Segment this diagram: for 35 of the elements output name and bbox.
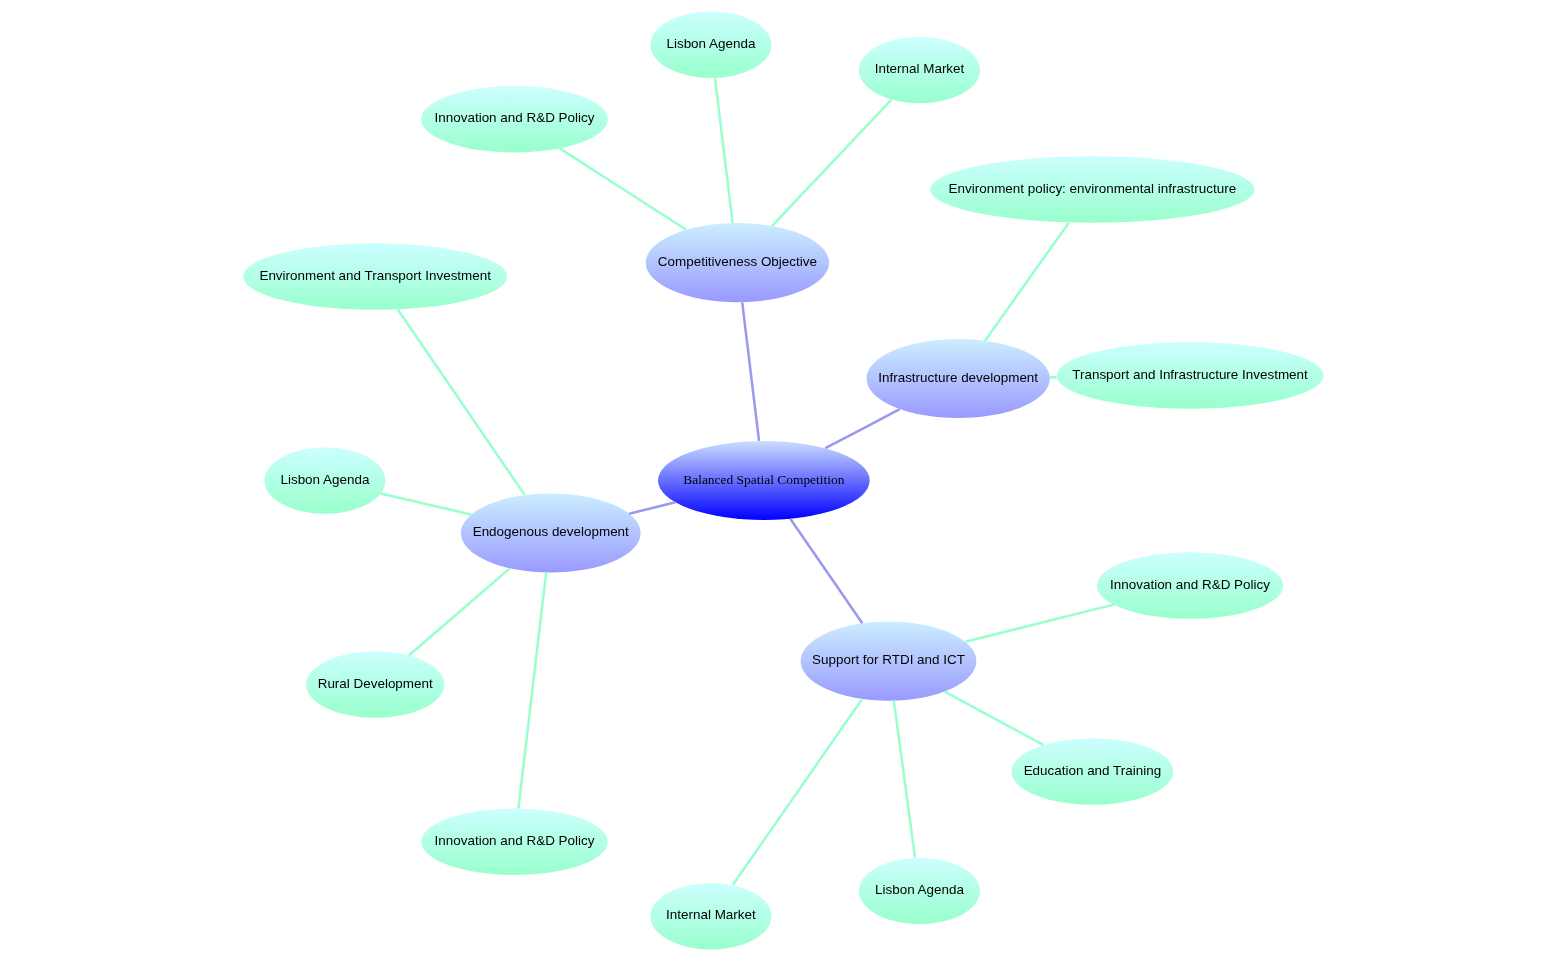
node-ellipse: Transport and Infrastructure Investment [1056,342,1324,409]
node-ellipse: Education and Training [1011,738,1174,805]
node-ellipse: Environment policy: environmental infrastructure [930,156,1255,223]
node-ellipse: Lisbon Agenda [650,11,772,78]
connector [771,98,893,227]
node-ellipse: Rural Development [306,651,445,718]
node-ellipse: Innovation and R&D Policy [421,86,608,153]
node-ellipse: Internal Market [650,883,772,950]
connector [731,698,864,886]
connector [789,518,864,624]
connector [628,501,676,515]
connector [984,221,1070,342]
node-ellipse: Environment and Transport Investment [243,243,508,310]
connector [408,567,511,657]
connector [944,690,1044,747]
node-ellipse: Endogenous development [460,493,641,573]
node-ellipse: Lisbon Agenda [264,447,386,514]
connector [713,78,734,224]
connector [517,572,548,809]
connector [824,408,901,450]
connector [380,492,472,516]
node-ellipse: Competitiveness Objective [645,223,830,303]
node-ellipse: Support for RTDI and ICT [800,621,977,701]
connector [396,308,526,496]
node-ellipse: Innovation and R&D Policy [421,808,608,875]
node-ellipse: Internal Market [858,36,981,104]
node-ellipse: Innovation and R&D Policy [1096,552,1284,619]
node-ellipse: Infrastructure development [866,338,1050,419]
connector [965,603,1115,644]
node-ellipse: Lisbon Agenda [858,857,981,925]
connector [740,302,761,441]
node-ellipse: Balanced Spatial Competition [658,440,870,521]
connector [892,700,917,858]
connector [559,147,687,231]
connector [1049,375,1057,379]
